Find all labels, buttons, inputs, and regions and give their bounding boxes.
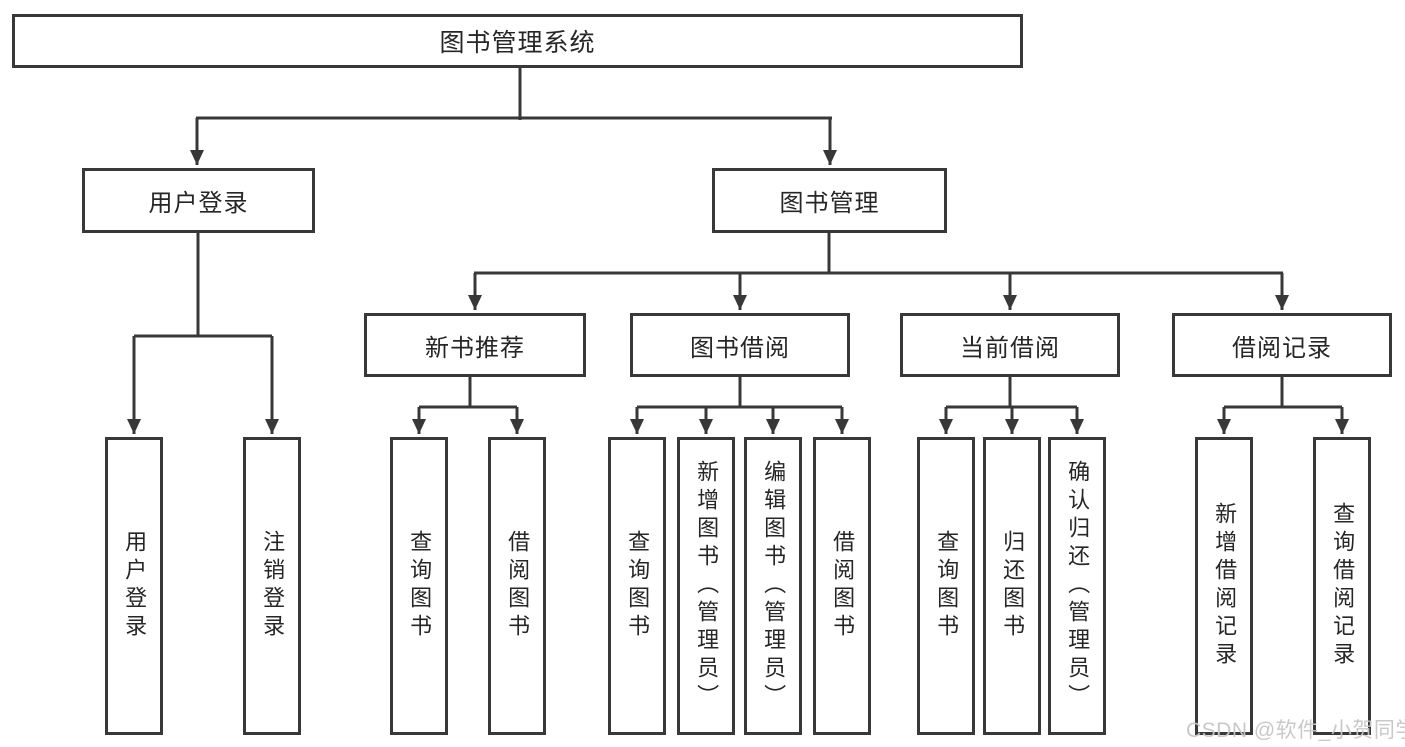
node-root-system: 图书管理系统 (12, 14, 1023, 68)
node-current-borrowing-label: 当前借阅 (960, 334, 1060, 362)
leaf-query-books-3-label: 查询图书 (934, 530, 960, 642)
leaf-user-login: 用户登录 (105, 437, 163, 735)
node-root-system-label: 图书管理系统 (439, 29, 596, 57)
leaf-logout: 注销登录 (243, 437, 301, 735)
leaf-return-books-label: 归还图书 (1000, 530, 1026, 642)
leaf-borrow-books-2-label: 借阅图书 (830, 530, 856, 642)
node-book-borrowing: 图书借阅 (630, 313, 850, 377)
node-user-login: 用户登录 (82, 168, 315, 233)
leaf-borrow-books-under-recommend: 借阅图书 (488, 437, 546, 735)
node-book-management: 图书管理 (712, 168, 947, 233)
leaf-query-books-under-current: 查询图书 (917, 437, 975, 735)
leaf-query-books-under-recommend: 查询图书 (390, 437, 448, 735)
leaf-borrow-books-under-borrowing: 借阅图书 (813, 437, 871, 735)
node-user-login-label: 用户登录 (148, 190, 249, 217)
node-borrowing-records: 借阅记录 (1172, 313, 1392, 377)
leaf-logout-label: 注销登录 (260, 530, 286, 642)
leaf-confirm-return-label: 确认归还（管理员） (1065, 460, 1091, 712)
node-new-book-recommend: 新书推荐 (364, 313, 586, 377)
node-current-borrowing: 当前借阅 (900, 313, 1120, 377)
leaf-query-books-under-borrowing: 查询图书 (608, 437, 666, 735)
node-borrowing-records-label: 借阅记录 (1232, 334, 1332, 362)
csdn-watermark: CSDN @软件_小贺同学 (1186, 719, 1405, 742)
leaf-query-books-2-label: 查询图书 (625, 530, 651, 642)
leaf-edit-books-admin: 编辑图书（管理员） (744, 437, 802, 735)
node-book-management-label: 图书管理 (779, 190, 880, 217)
leaf-add-books-label: 新增图书（管理员） (694, 460, 720, 712)
leaf-add-borrow-record: 新增借阅记录 (1195, 437, 1253, 735)
leaf-query-borrow-record-label: 查询借阅记录 (1330, 502, 1356, 670)
node-book-borrowing-label: 图书借阅 (690, 334, 790, 362)
leaf-borrow-books-1-label: 借阅图书 (505, 530, 531, 642)
leaf-user-login-label: 用户登录 (122, 530, 148, 642)
leaf-return-books: 归还图书 (983, 437, 1041, 735)
leaf-add-books-admin: 新增图书（管理员） (677, 437, 735, 735)
leaf-add-borrow-record-label: 新增借阅记录 (1212, 502, 1238, 670)
node-new-book-recommend-label: 新书推荐 (425, 334, 525, 362)
leaf-query-books-1-label: 查询图书 (407, 530, 433, 642)
leaf-query-borrow-record: 查询借阅记录 (1313, 437, 1371, 735)
leaf-confirm-return-admin: 确认归还（管理员） (1048, 437, 1106, 735)
leaf-edit-books-label: 编辑图书（管理员） (761, 460, 787, 712)
